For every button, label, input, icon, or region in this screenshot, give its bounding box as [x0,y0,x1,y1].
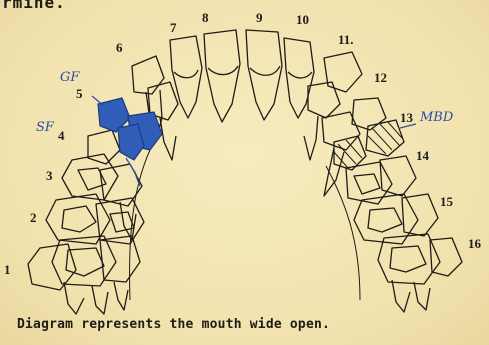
tooth-number-12: 12 [374,70,387,86]
tooth-number-14: 14 [416,148,429,164]
tooth-number-9: 9 [256,10,263,26]
tooth-8 [204,30,240,122]
tooth-number-3: 3 [46,168,53,184]
tooth-number-13: 13 [400,110,413,126]
tooth-1b [52,236,116,314]
tooth-number-16: 16 [468,236,481,252]
tooth-7 [170,36,202,118]
tooth-number-5: 5 [76,86,83,102]
tooth-number-1: 1 [4,262,11,278]
tooth-number-2: 2 [30,210,37,226]
tooth-number-10: 10 [296,12,309,28]
tooth-number-11: 11. [338,32,354,48]
filled-teeth [98,98,162,160]
tooth-11 [324,52,362,92]
tooth-14b [380,156,416,196]
annotation-sf: SF [36,120,54,135]
tooth-16b [430,238,462,276]
tooth-number-15: 15 [440,194,453,210]
tooth-4 [88,130,120,164]
tooth-number-6: 6 [116,40,123,56]
annotation-gf: GF [60,70,79,85]
diagram-caption: Diagram represents the mouth wide open. [17,317,330,332]
tooth-10 [284,38,314,118]
tooth-1c [100,236,140,310]
annotation-mbd: MBD [420,110,453,125]
tooth-1 [28,244,76,290]
tooth-9 [246,30,282,120]
tooth-number-7: 7 [170,20,177,36]
tooth-13-hatched [366,120,404,156]
tooth-number-4: 4 [58,128,65,144]
tooth-number-8: 8 [202,10,209,26]
